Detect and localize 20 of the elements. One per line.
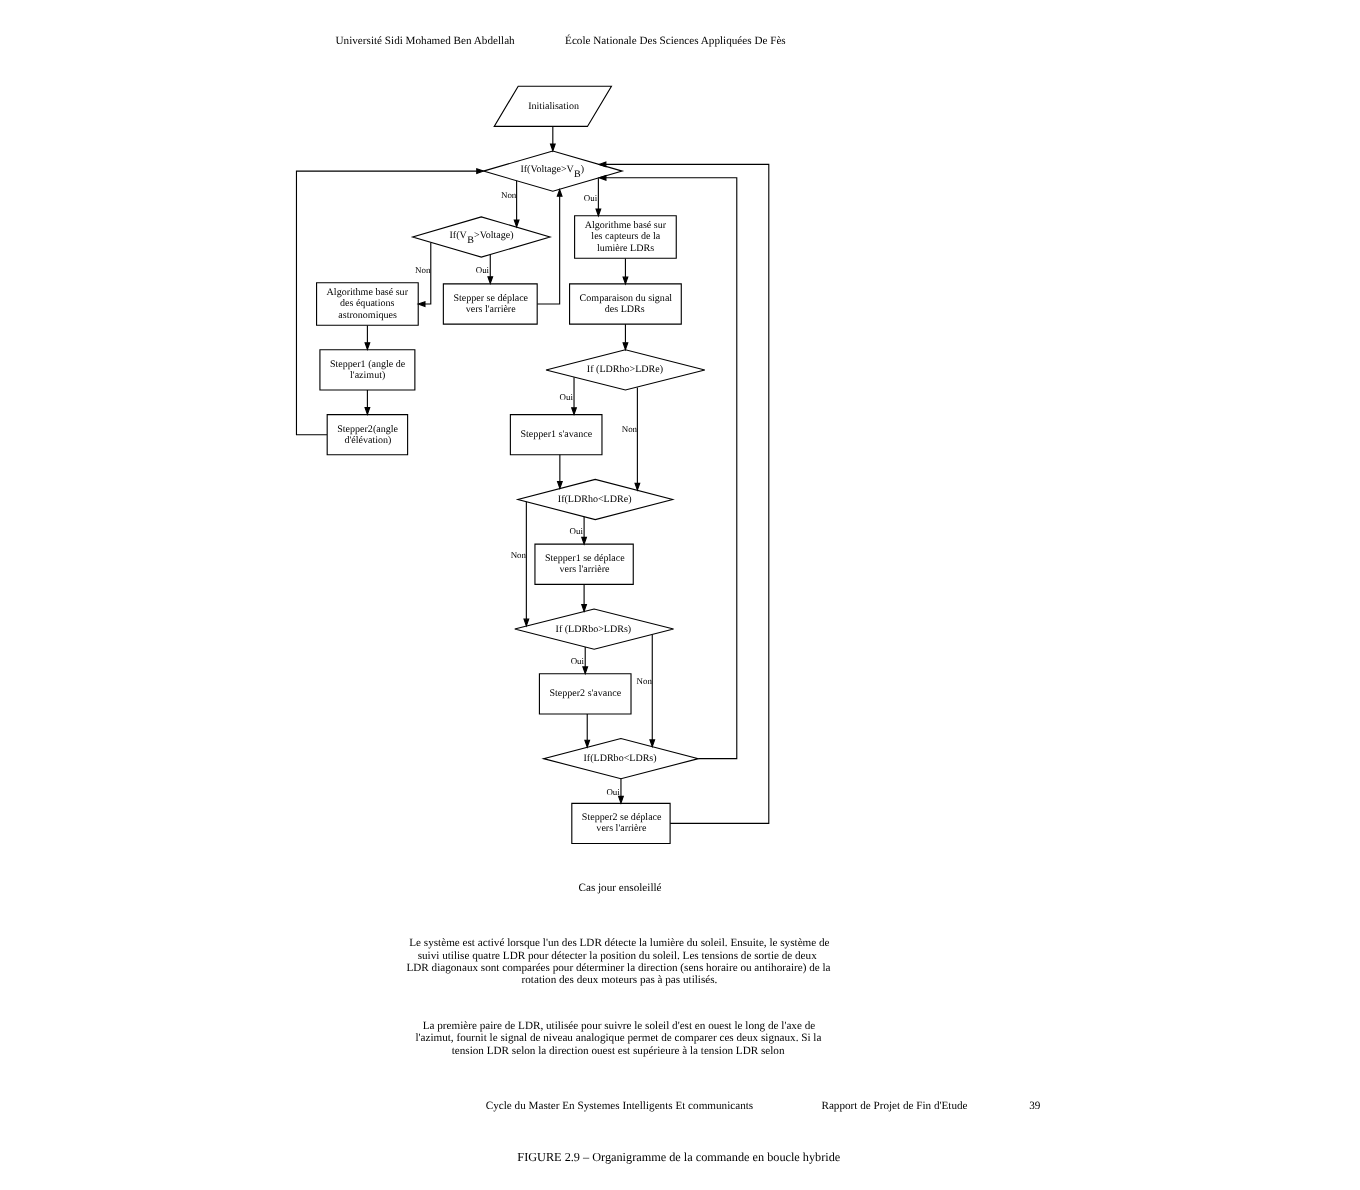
arrow <box>579 583 587 614</box>
arrow <box>594 177 601 218</box>
arrow <box>486 254 493 286</box>
arrow <box>535 187 562 305</box>
arrow <box>294 167 485 436</box>
arrow <box>555 454 562 490</box>
arrow <box>616 778 624 805</box>
arrow <box>596 161 769 824</box>
arrow <box>522 501 529 628</box>
arrow <box>596 174 737 760</box>
arrow <box>583 713 590 749</box>
arrow <box>581 646 588 676</box>
arrow <box>621 323 628 352</box>
arrow <box>633 386 640 492</box>
arrow <box>569 376 577 417</box>
arrow <box>648 634 655 749</box>
arrow <box>512 180 519 229</box>
arrow <box>579 516 587 546</box>
arrow <box>621 258 628 286</box>
arrow <box>415 242 431 308</box>
